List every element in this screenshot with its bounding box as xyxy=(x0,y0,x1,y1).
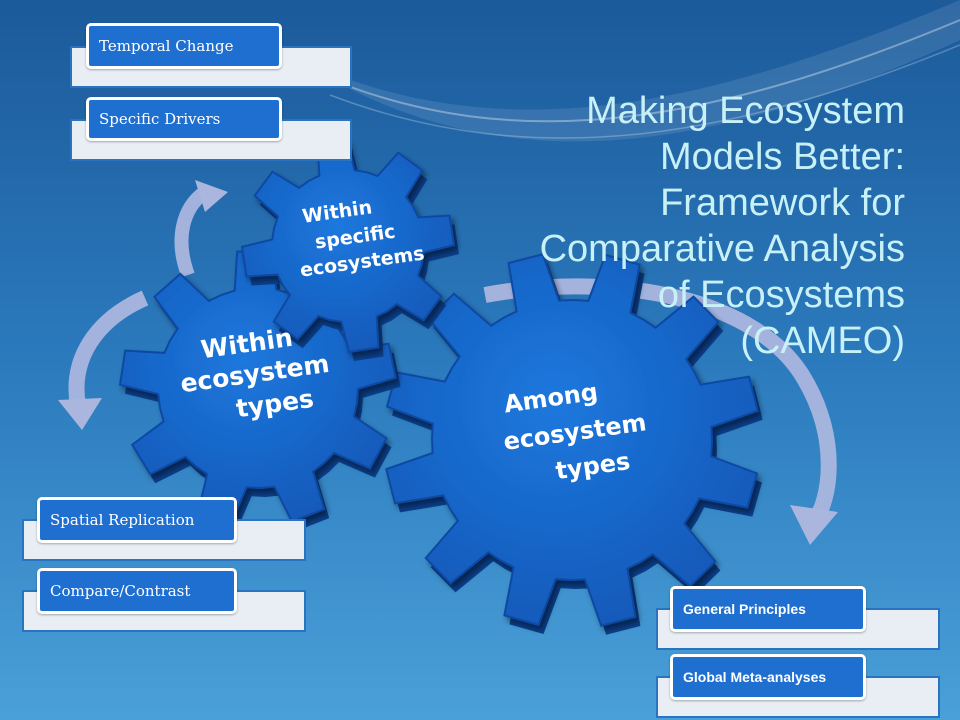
arrow-small-head xyxy=(195,180,228,212)
swoosh-decoration-3 xyxy=(329,44,960,139)
title-line-3: Framework for xyxy=(660,182,905,224)
arrow-medium-to-left xyxy=(68,290,149,407)
gear-face xyxy=(385,253,759,627)
title-line-5: of Ecosystems xyxy=(657,274,905,316)
arrow-large-head xyxy=(790,505,838,545)
tag-label: Specific Drivers xyxy=(86,97,282,141)
gear-small xyxy=(240,138,459,361)
tag-label: Compare/Contrast xyxy=(37,568,237,614)
gear-face xyxy=(240,138,456,354)
tag-label: Global Meta-analyses xyxy=(670,654,866,700)
slide-title: Making Ecosystem Models Better: Framewor… xyxy=(485,88,905,364)
swoosh-decoration-2 xyxy=(319,19,960,123)
title-line-1: Making Ecosystem xyxy=(586,90,905,132)
tag-label: Spatial Replication xyxy=(37,497,237,543)
title-line-4: Comparative Analysis xyxy=(539,228,905,270)
arrow-small-to-up xyxy=(174,186,210,278)
tag-label: General Principles xyxy=(670,586,866,632)
arrow-large-to-right xyxy=(483,278,837,525)
arrow-medium-head xyxy=(58,398,102,430)
title-line-2: Models Better: xyxy=(660,136,905,178)
swoosh-decoration xyxy=(300,0,960,142)
tag-label: Temporal Change xyxy=(86,23,282,69)
gear-large xyxy=(385,253,763,635)
title-line-6: (CAMEO) xyxy=(740,320,905,362)
